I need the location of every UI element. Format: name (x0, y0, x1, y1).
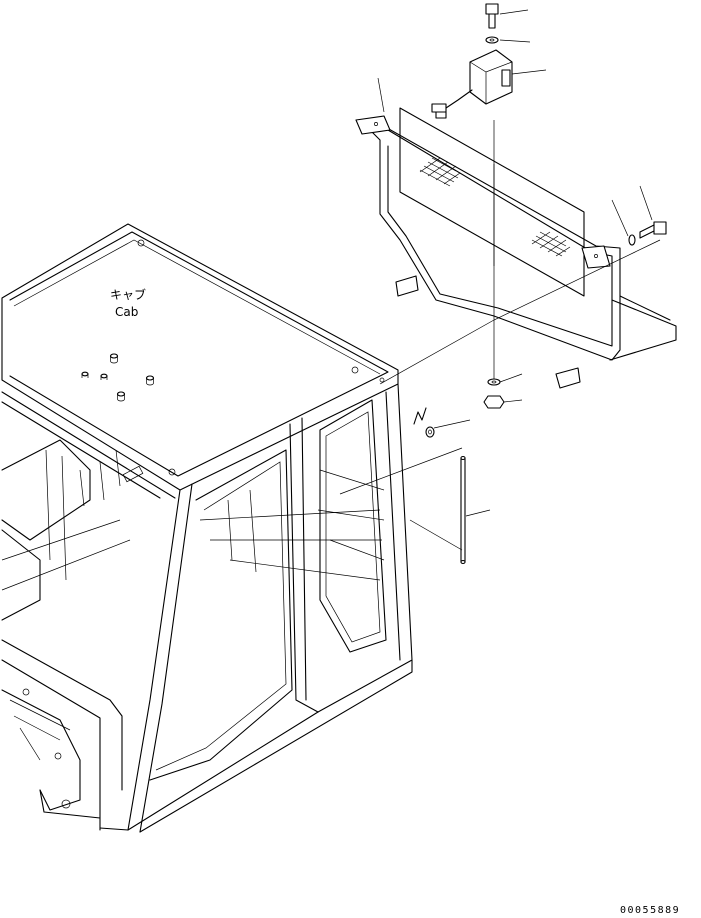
screen-frame-tube (359, 119, 621, 361)
cab-label-jp: キャブ (110, 287, 146, 302)
top-washer-icon (485, 36, 499, 44)
work-lamp (431, 49, 513, 119)
mesh-patches (419, 157, 571, 257)
cab-door-frame (319, 399, 387, 653)
cab-frame (1, 223, 413, 833)
screen-panel (399, 107, 585, 297)
nut-icon (483, 395, 505, 409)
cab-front-pillar (127, 483, 193, 833)
top-bolt-icon (485, 3, 499, 15)
hardware (339, 3, 667, 565)
side-washer-icon (628, 234, 636, 246)
left-foot (395, 275, 419, 297)
leader-lines (377, 9, 653, 517)
roof-bosses (81, 353, 155, 402)
left-bracket (355, 115, 391, 135)
right-foot (555, 367, 581, 389)
cab-roof-outline (1, 223, 399, 491)
wiper-rod (460, 457, 466, 563)
screen-assembly (355, 107, 677, 389)
mid-washer-icon (425, 426, 435, 438)
bottom-washer-icon (487, 378, 501, 386)
drawing-code: 00055889 (620, 905, 680, 916)
cab-label-en: Cab (115, 305, 138, 319)
clip-icon (413, 407, 427, 425)
side-bolt-icon (653, 221, 667, 235)
cab-side-window (149, 449, 293, 781)
right-bracket (581, 245, 611, 269)
cab-roof-rim (9, 231, 389, 477)
